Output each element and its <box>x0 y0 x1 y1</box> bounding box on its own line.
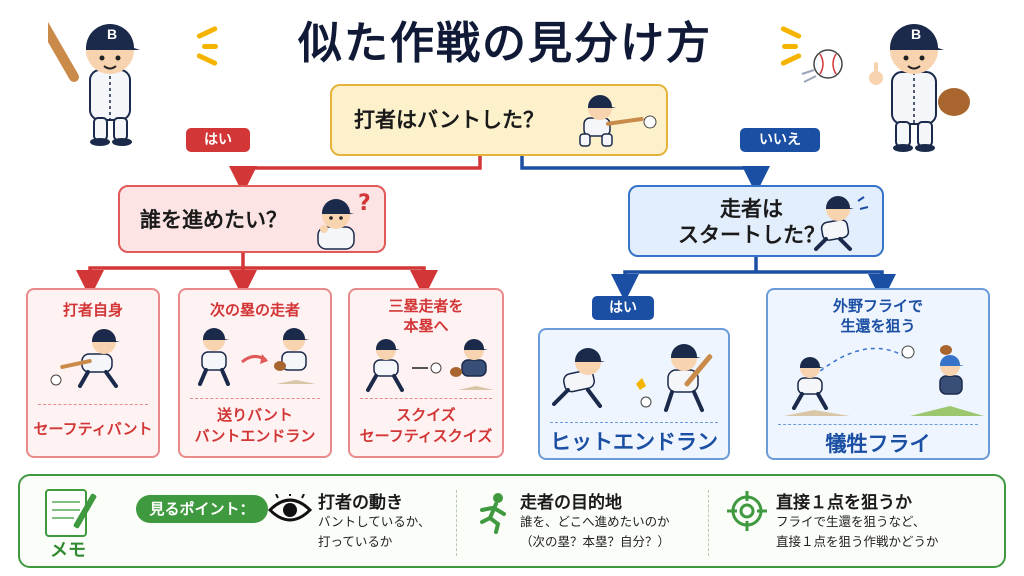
branch-yes-pill: はい <box>186 128 250 152</box>
connector-no-right <box>520 156 770 194</box>
runner-advance-illustration <box>198 328 316 386</box>
target-icon <box>727 491 767 531</box>
card-sacrifice-fly: 外野フライで 生還を狙う 犠牲フライ <box>766 288 990 460</box>
points-label-pill: 見るポイント： <box>136 495 268 523</box>
sparkle-mark <box>782 44 798 49</box>
right-question-box: 走者は スタートした？ <box>628 185 884 257</box>
connector-right-cards <box>623 257 884 286</box>
baseball-icon <box>801 49 843 83</box>
batter-mascot-illustration: B <box>48 20 140 146</box>
card-next-base-runner: 次の塁の走者 送りバント バントエンドラン <box>178 288 332 458</box>
root-question-text: 打者はバントした？ <box>354 108 545 132</box>
point-title-batter: 打者の動き <box>318 493 403 513</box>
sparkle-mark <box>779 25 803 40</box>
left-question-box: 誰を進めたい？ ? <box>118 185 386 253</box>
memo-label: メモ <box>50 540 86 561</box>
point-desc-runner: 誰を、どこへ進めたいのか （次の塁？本塁？自分？） <box>520 514 671 549</box>
point-desc-batter: バントしているか、 打っているか <box>318 514 431 549</box>
point-title-direct-run: 直接１点を狙うか <box>776 493 912 513</box>
card-batter-self: 打者自身 セーフティバント <box>26 288 160 458</box>
memo-panel: メモ 見るポイント： 打者の動き バントしているか、 打っているか 走者の目的地… <box>18 474 1006 568</box>
cap-letter: B <box>107 26 117 42</box>
sparkle-mark <box>195 52 219 67</box>
bunt-run-illustration <box>50 329 120 388</box>
cap-letter: B <box>911 26 921 42</box>
hit-and-run-illustration <box>552 344 713 412</box>
running-player-illustration <box>814 196 869 251</box>
sacrifice-fly-illustration <box>784 345 984 416</box>
connector-left-cards <box>88 253 426 284</box>
sparkle-mark <box>202 44 218 49</box>
thinking-player-illustration <box>317 199 355 250</box>
root-question-box: 打者はバントした？ <box>330 84 668 156</box>
sparkle-mark <box>779 52 803 67</box>
sparkle-mark <box>195 25 219 40</box>
bunting-batter-illustration <box>579 95 657 147</box>
connector-yes-left <box>229 156 482 194</box>
branch-no-pill: いいえ <box>740 128 820 152</box>
right-question-text: 走者は スタートした？ <box>678 197 825 247</box>
card-hit-and-run: ヒットエンドラン <box>538 328 730 460</box>
memo-notepad-icon <box>45 489 97 537</box>
right-branch-yes-pill: はい <box>592 296 654 320</box>
point-title-runner: 走者の目的地 <box>520 493 622 513</box>
fielder-mascot-illustration: B <box>869 24 970 152</box>
question-mark: ? <box>358 191 371 216</box>
squeeze-play-illustration <box>366 339 494 392</box>
page-title: 似た作戦の見分け方 <box>298 18 712 69</box>
eye-icon <box>268 494 312 522</box>
card-third-base-runner: 三塁走者を 本塁へ スクイズ セーフティスクイズ <box>348 288 504 458</box>
left-question-text: 誰を進めたい？ <box>140 208 287 232</box>
point-desc-direct-run: フライで生還を狙うなど、 直接１点を狙う作戦かどうか <box>776 514 939 549</box>
runner-icon <box>480 493 506 534</box>
